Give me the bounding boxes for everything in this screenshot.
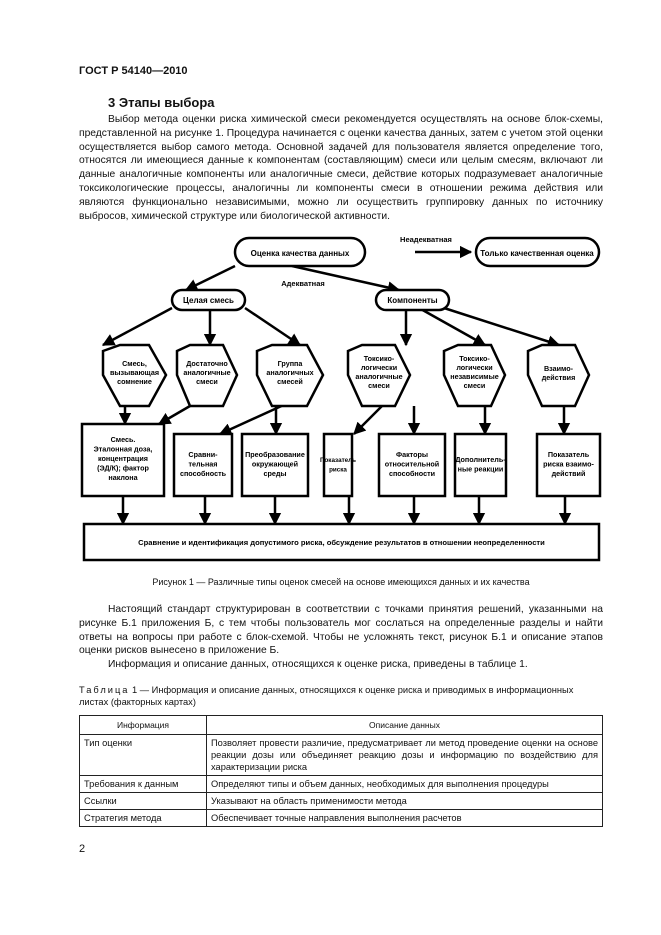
- label-whole: Целая смесь: [183, 296, 234, 305]
- node-d1: [101, 343, 168, 408]
- box-bottom: [82, 522, 601, 562]
- label-inadequate: Неадекватная: [400, 235, 452, 244]
- box-b4: [322, 432, 354, 498]
- label-bottom: Сравнение и идентификация допустимого ри…: [138, 538, 545, 547]
- table-cell: Требования к данным: [79, 775, 207, 793]
- box-b3: [240, 432, 310, 498]
- node-components: [374, 288, 451, 312]
- page-number: 2: [79, 843, 86, 855]
- box-b6: [453, 432, 508, 498]
- node-d3: [255, 343, 325, 408]
- header-info: Информация: [79, 715, 207, 735]
- svg-text:Смесь.Эталонная доза,концентра: Смесь.Эталонная доза,концентрация(ЭД/К);…: [94, 435, 153, 482]
- paragraph-table-ref: Информация и описание данных, относящихс…: [108, 659, 528, 670]
- svg-text:Взаимо-действия: Взаимо-действия: [542, 364, 576, 382]
- table-cell: Ссылки: [79, 792, 207, 810]
- table-row: Стратегия метода Обеспечивает точные нап…: [79, 809, 603, 827]
- header-description: Описание данных: [206, 715, 603, 735]
- flowchart: Оценка качества данных Только качественн…: [80, 235, 602, 562]
- table-header-row: Информация Описание данных: [79, 715, 603, 735]
- intro-paragraph: Выбор метода оценки риска химической сме…: [79, 114, 603, 222]
- label-adequate: Адекватная: [281, 279, 325, 288]
- box-b1: [80, 422, 166, 498]
- node-data-quality: [233, 236, 367, 268]
- document-header: ГОСТ Р 54140—2010: [79, 65, 188, 77]
- table-cell: Стратегия метода: [79, 809, 207, 827]
- table-caption: Таблица 1 — Информация и описание данных…: [79, 684, 603, 708]
- node-qualitative-only: [474, 236, 601, 268]
- label-only-quality: Только качественная оценка: [480, 249, 594, 258]
- node-d4: [346, 343, 412, 408]
- label-root: Оценка качества данных: [251, 249, 350, 258]
- table-row: Ссылки Указывают на область применимости…: [79, 792, 603, 810]
- node-d2: [175, 343, 239, 408]
- table-cell: Тип оценки: [79, 734, 207, 776]
- table-row: Тип оценки Позволяет провести различие, …: [79, 734, 603, 776]
- box-b2: [172, 432, 234, 498]
- node-whole-mixture: [170, 288, 247, 312]
- info-table: Информация Описание данных Тип оценки По…: [79, 715, 603, 827]
- box-b5: [377, 432, 447, 498]
- node-d6: [526, 343, 591, 408]
- table-row: Требования к данным Определяют типы и об…: [79, 775, 603, 793]
- table-cell: Указывают на область применимости метода: [206, 792, 603, 810]
- box-b7: [535, 432, 602, 498]
- paragraph-structure: Настоящий стандарт структурирован в соот…: [79, 604, 603, 657]
- table-cell: Обеспечивает точные направления выполнен…: [206, 809, 603, 827]
- svg-text:Дополнитель-ные реакции: Дополнитель-ные реакции: [455, 455, 506, 474]
- table-cell: Определяют типы и объем данных, необходи…: [206, 775, 603, 793]
- section-title: 3 Этапы выбора: [108, 95, 215, 110]
- table-caption-text: 1 — Информация и описание данных, относя…: [79, 685, 574, 707]
- node-d5: [442, 343, 507, 408]
- table-cell: Позволяет провести различие, предусматри…: [206, 734, 603, 776]
- label-components: Компоненты: [387, 296, 437, 305]
- table-caption-label: Таблица: [79, 685, 130, 695]
- figure-caption: Рисунок 1 — Различные типы оценок смесей…: [152, 577, 530, 587]
